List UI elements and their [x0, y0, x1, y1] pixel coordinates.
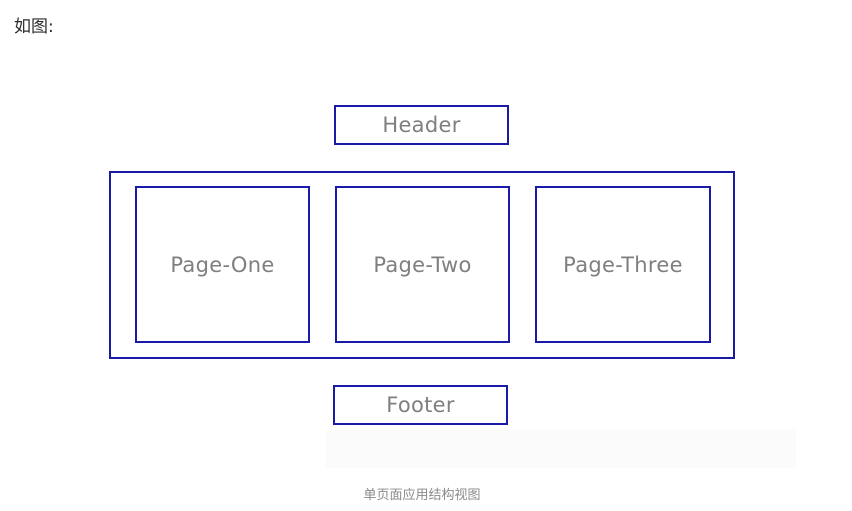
- page-two-box: Page-Two: [335, 186, 510, 343]
- diagram-shadow-area: [326, 430, 796, 468]
- intro-text: 如图:: [14, 17, 54, 37]
- header-box: Header: [334, 105, 509, 145]
- figure-caption: 单页面应用结构视图: [363, 488, 481, 503]
- footer-box: Footer: [333, 385, 508, 425]
- page-one-box: Page-One: [135, 186, 310, 343]
- page-three-box: Page-Three: [535, 186, 711, 343]
